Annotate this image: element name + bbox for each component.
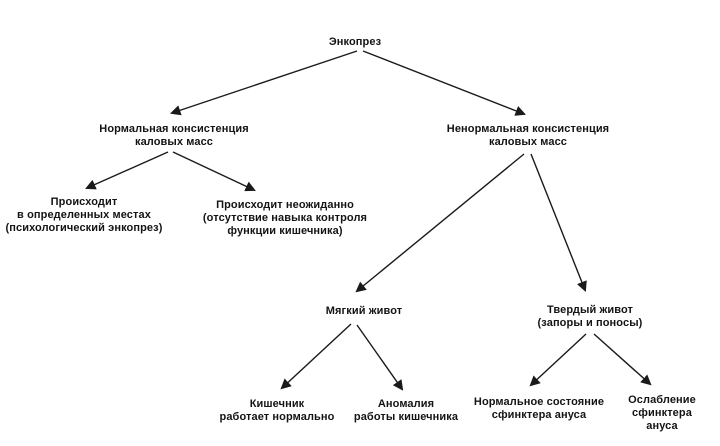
edge-soft-bowel_anomaly <box>356 324 404 391</box>
node-encopresis: Энкопрез <box>328 36 382 48</box>
node-bowel-normal: Кишечник работает нормально <box>219 398 335 423</box>
edge-normal-places <box>85 151 169 190</box>
node-unexpected: Происходит неожиданно (отсутствие навыка… <box>202 199 368 237</box>
edge-abnormal-soft <box>355 153 525 293</box>
edge-normal-unexpected <box>172 151 256 192</box>
edge-hard-sphincter_weak <box>593 333 652 386</box>
edge-soft-bowel_normal <box>280 323 352 390</box>
edge-root-abnormal <box>362 50 526 116</box>
node-abnormal-consistency: Ненормальная консистенция каловых масс <box>446 123 610 148</box>
node-bowel-anomaly: Аномалия работы кишечника <box>353 398 459 423</box>
edge-lines <box>85 50 652 391</box>
edge-hard-sphincter_normal <box>529 333 587 387</box>
edge-abnormal-hard <box>530 153 587 292</box>
node-normal-consistency: Нормальная консистенция каловых масс <box>99 123 249 148</box>
node-certain-places: Происходит в определенных местах (психол… <box>5 196 163 234</box>
node-soft-abdomen: Мягкий живот <box>325 305 403 317</box>
node-sphincter-weak: Ослабление сфинктера ануса <box>628 394 696 432</box>
node-sphincter-normal: Нормальное состояние сфинктера ануса <box>473 396 605 421</box>
node-hard-abdomen: Твердый живот (запоры и поносы) <box>537 304 643 329</box>
edge-root-normal <box>170 50 358 116</box>
